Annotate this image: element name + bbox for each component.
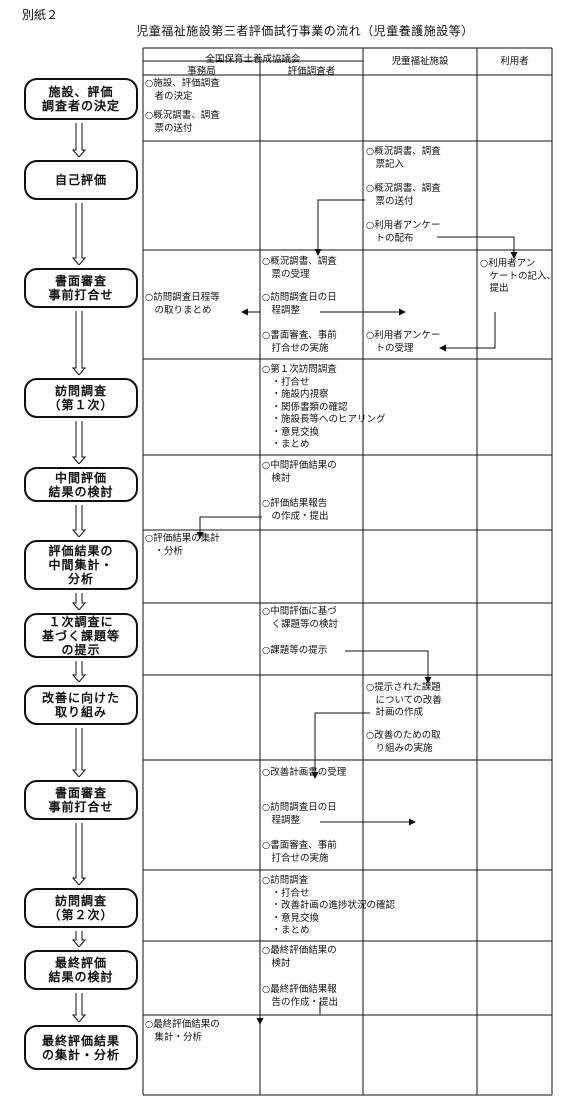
cell-text-evaluator: ○課題等の提示: [262, 645, 328, 656]
flow-step-label: 改善に向けた 取り組み: [41, 691, 120, 719]
flow-step-label: 訪問調査 （第２次）: [48, 894, 114, 922]
cell-text-evaluator: ○中間評価結果の 検討: [262, 460, 337, 484]
connector-arrow: [345, 650, 432, 684]
cell-text-office: ○概況調書、調査 票の送付: [145, 110, 220, 134]
connector-arrow: [437, 236, 518, 259]
cell-text-evaluator: ○改善計画書の受理: [262, 767, 347, 778]
column-header-evaluator: 評価調査者: [287, 66, 336, 77]
cell-text-office: ○評価結果の集計 ・分析: [145, 533, 220, 557]
down-arrow-icon: [72, 931, 86, 947]
connector-arrow: [256, 1002, 321, 1025]
flow-step-label: 訪問調査 （第１次）: [48, 384, 114, 412]
down-arrow-icon: [72, 823, 86, 885]
flow-step-box: 自己評価: [24, 160, 138, 200]
column-header-office: 事務局: [187, 66, 216, 77]
cell-text-evaluator: ○評価結果報告 の作成・提出: [262, 498, 329, 522]
cell-text-facility: ○利用者アンケー トの受理: [366, 330, 441, 354]
flow-step-label: 自己評価: [54, 173, 107, 187]
cell-text-user: ○利用者アン ケートの記入、 提出: [480, 258, 557, 294]
cell-text-office: ○訪問調査日程等 の取りまとめ: [145, 292, 220, 316]
cell-text-evaluator: ○書面審査、事前 打合せの実施: [262, 330, 337, 354]
flow-step-box: 最終評価結果 の集計・分析: [24, 1025, 138, 1070]
cell-text-evaluator: ○最終評価結果報 告の作成・提出: [262, 984, 339, 1008]
column-group-header: 全国保育士養成協議会: [205, 54, 301, 65]
column-header-user: 利用者: [500, 56, 529, 67]
flow-step-box: 書面審査 事前打合せ: [24, 780, 138, 820]
down-arrow-icon: [72, 203, 86, 265]
flow-step-label: １次調査に 基づく課題等 の提示: [41, 614, 120, 657]
flow-step-box: 書面審査 事前打合せ: [24, 268, 138, 308]
flow-step-box: 評価結果の 中間集計・ 分析: [24, 540, 138, 590]
down-arrow-icon: [72, 505, 86, 537]
flow-step-label: 最終評価 結果の検討: [48, 956, 114, 984]
cell-text-office: ○最終評価結果の 集計・分析: [145, 1019, 220, 1043]
cell-text-evaluator: ○書面審査、事前 打合せの実施: [262, 840, 337, 864]
down-arrow-icon: [72, 728, 86, 777]
flow-step-box: １次調査に 基づく課題等 の提示: [24, 613, 138, 658]
connector-arrow: [196, 516, 262, 539]
down-arrow-icon: [72, 593, 86, 610]
cell-text-evaluator: ○訪問調査 ・打合せ ・改善計画の進捗状況の確認 ・意見交換 ・まとめ: [262, 875, 396, 936]
document-label: 別紙２: [22, 8, 59, 22]
connector-arrow: [439, 312, 496, 352]
cell-text-facility: ○利用者アンケー トの配布: [366, 220, 441, 244]
flow-step-label: 書面審査 事前打合せ: [48, 274, 114, 302]
flow-step-box: 訪問調査 （第１次）: [24, 378, 138, 418]
connector-arrow: [311, 712, 370, 779]
cell-text-facility: ○概況調書、調査 票記入: [366, 146, 441, 170]
cell-text-evaluator: ○訪問調査日の日 程調整: [262, 802, 337, 826]
flow-step-box: 改善に向けた 取り組み: [24, 685, 138, 725]
flow-step-box: 中間評価 結果の検討: [24, 467, 138, 502]
cell-text-evaluator: ○概況調書、調査 票の受理: [262, 256, 337, 280]
cell-text-evaluator: ○第１次訪問調査 ・打合せ ・施設内視察 ・関係書類の確認 ・施設長等へのヒアリ…: [262, 364, 386, 450]
down-arrow-icon: [72, 993, 86, 1022]
flow-step-box: 施設、評価 調査者の決定: [24, 78, 138, 120]
down-arrow-icon: [72, 311, 86, 375]
flow-step-label: 中間評価 結果の検討: [48, 470, 114, 499]
column-header-facility: 児童福祉施設: [391, 56, 449, 67]
cell-text-evaluator: ○中間評価に基づ く課題等の検討: [262, 606, 339, 630]
flow-step-label: 施設、評価 調査者の決定: [41, 85, 120, 113]
cell-text-evaluator: ○訪問調査日の日 程調整: [262, 292, 337, 316]
cell-text-office: ○施設、評価調査 者の決定: [145, 78, 220, 102]
cell-text-facility: ○提示された課題 についての改善 計画の作成: [366, 682, 442, 718]
down-arrow-icon: [72, 661, 86, 682]
flow-step-label: 最終評価結果 の集計・分析: [41, 1033, 120, 1062]
cell-text-facility: ○改善のための取 り組みの実施: [366, 730, 441, 754]
connector-arrow: [314, 199, 365, 256]
down-arrow-icon: [72, 123, 86, 157]
cell-text-facility: ○概況調書、調査 票の送付: [366, 183, 441, 207]
flow-step-label: 評価結果の 中間集計・ 分析: [48, 544, 114, 586]
flow-step-label: 書面審査 事前打合せ: [48, 786, 114, 814]
flow-step-box: 最終評価 結果の検討: [24, 950, 138, 990]
page-title: 児童福祉施設第三者評価試行事業の流れ（児童養護施設等）: [136, 24, 474, 38]
down-arrow-icon: [72, 421, 86, 464]
cell-text-evaluator: ○最終評価結果の 検討: [262, 945, 337, 969]
flow-step-box: 訪問調査 （第２次）: [24, 888, 138, 928]
